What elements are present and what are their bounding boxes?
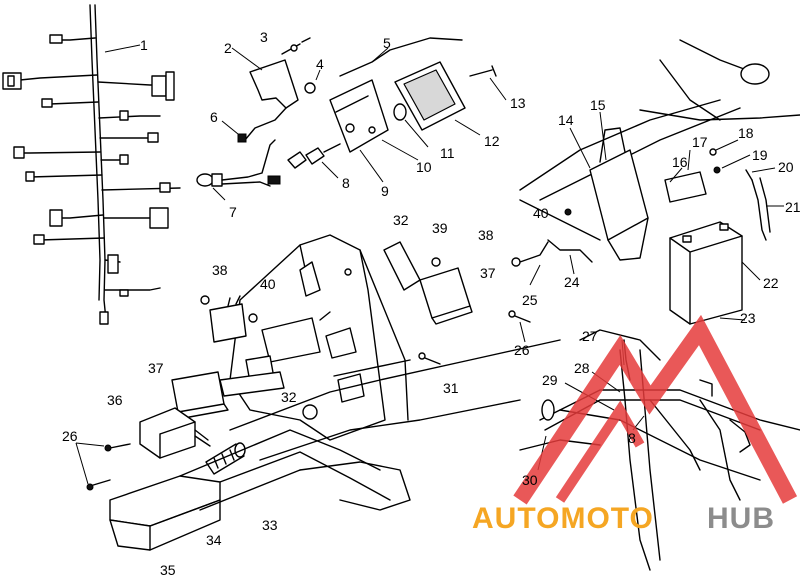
callout-22: 22: [763, 275, 779, 291]
callout-11: 11: [440, 145, 455, 161]
module-37-lower: [171, 371, 229, 419]
callout-26-left: 26: [62, 428, 78, 444]
callout-32-upper: 32: [393, 212, 409, 228]
bracket-32-upper: [344, 241, 441, 291]
battery-strap-21: [751, 177, 784, 241]
callout-18: 18: [738, 125, 754, 141]
watermark-text-automoto: AUTOMOTO: [472, 502, 654, 535]
callout-32-lower: 32: [281, 389, 297, 405]
connector-8: [287, 143, 341, 179]
bulb-11: [393, 103, 429, 148]
callout-19: 19: [752, 147, 768, 163]
lens-9-10: [329, 79, 419, 183]
wiring-harness: [2, 4, 181, 325]
bolt-26-right: [508, 310, 531, 343]
callout-28: 28: [574, 360, 590, 376]
bracket-5: [339, 37, 463, 77]
license-bracket-plate: [229, 234, 409, 441]
callout-23: 23: [740, 310, 756, 326]
callout-13: 13: [510, 95, 526, 111]
bracket-36: [139, 407, 211, 459]
callout-40-left: 40: [260, 276, 276, 292]
callout-27: 27: [582, 328, 598, 344]
callout-39: 39: [432, 220, 448, 236]
callout-17: 17: [692, 134, 708, 150]
module-37-upper: [419, 267, 473, 325]
battery-22-23: [669, 221, 761, 325]
callout-35: 35: [160, 562, 176, 578]
callout-29: 29: [542, 372, 558, 388]
callout-4: 4: [316, 56, 324, 72]
callout-16: 16: [672, 154, 688, 170]
callout-37-lower: 37: [148, 360, 164, 376]
grommet-6: [221, 120, 247, 143]
callout-38-right: 38: [478, 227, 494, 243]
callout-12: 12: [484, 133, 500, 149]
callout-20: 20: [778, 159, 794, 175]
bulb-socket-7: [196, 139, 281, 201]
battery-box-14-15: [569, 111, 649, 261]
callout-30: 30: [522, 472, 538, 488]
callout-21: 21: [785, 199, 800, 215]
callout-9: 9: [381, 183, 389, 199]
callout-37-upper: 37: [480, 265, 496, 281]
roller-33: [205, 442, 246, 475]
taillight-bracket-2: [231, 47, 299, 141]
callout-10: 10: [416, 159, 432, 175]
screw-31: [418, 352, 441, 365]
callout-labels: 1 2 3 4 5 6 7 8 9 10 11 12 13 14 15 16 1…: [62, 29, 800, 578]
callout-26-right: 26: [514, 342, 530, 358]
callout-7: 7: [229, 204, 237, 220]
tail-lamp-12: [394, 61, 481, 136]
callout-8-lower: 8: [628, 430, 636, 446]
callout-25: 25: [522, 292, 538, 308]
relay-40-left: [200, 295, 258, 343]
callout-40-right: 40: [533, 205, 549, 221]
screws-18-19-20: [709, 139, 776, 181]
callout-15: 15: [590, 97, 606, 113]
callout-31: 31: [443, 380, 459, 396]
screw-26-left: [75, 442, 131, 491]
callout-1: 1: [140, 37, 148, 53]
cover-16-17: [664, 149, 707, 203]
watermark-text-hub: HUB: [707, 502, 775, 535]
callout-2: 2: [224, 40, 232, 56]
main-frame: [229, 39, 800, 511]
frame-bracket-34-35: [109, 429, 391, 551]
cable-24-25: [511, 208, 593, 286]
callout-3: 3: [260, 29, 268, 45]
callout-34: 34: [206, 532, 222, 548]
screw-3: [281, 37, 311, 55]
callout-6: 6: [210, 109, 218, 125]
callout-5: 5: [383, 35, 391, 51]
callout-33: 33: [262, 517, 278, 533]
callout-36: 36: [107, 392, 123, 408]
callout-24: 24: [564, 274, 580, 290]
callout-8: 8: [342, 175, 350, 191]
bolt-13: [469, 65, 507, 101]
callout-38-left: 38: [212, 262, 228, 278]
nut-4: [304, 69, 321, 94]
callout-14: 14: [558, 112, 574, 128]
bracket-32-lower: [219, 311, 411, 397]
watermark-logo: AUTOMOTO HUB: [472, 314, 798, 535]
